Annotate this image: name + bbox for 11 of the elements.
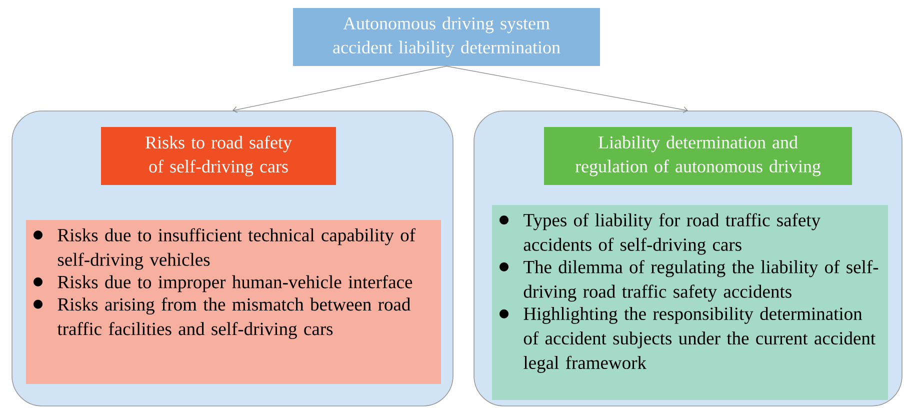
heading-box: Liability determination and regulation of autonomous driving	[544, 127, 852, 185]
arrow	[446, 66, 688, 114]
title-box: Autonomous driving system accident liability determination	[293, 8, 600, 66]
bullet-text: Highlighting the responsibility determination of accident subjects under the current accident legal framework	[524, 307, 876, 373]
bullet-text: Risks due to improper human-vehicle interface	[58, 275, 412, 292]
arrow	[232, 66, 447, 113]
heading-box: Risks to road safety of self-driving cars	[101, 127, 336, 185]
bullet-text: Types of liability for road traffic safety accidents of self-driving cars	[524, 213, 820, 255]
bullet-text: Risks arising from the mismatch between road traffic facilities and self-driving cars	[57, 297, 410, 339]
bullet-text: The dilemma of regulating the liability of self-driving road traffic safety accidents	[524, 260, 878, 302]
bullet-text: Risks due to insufficient technical capability of self-driving vehicles	[58, 228, 416, 270]
